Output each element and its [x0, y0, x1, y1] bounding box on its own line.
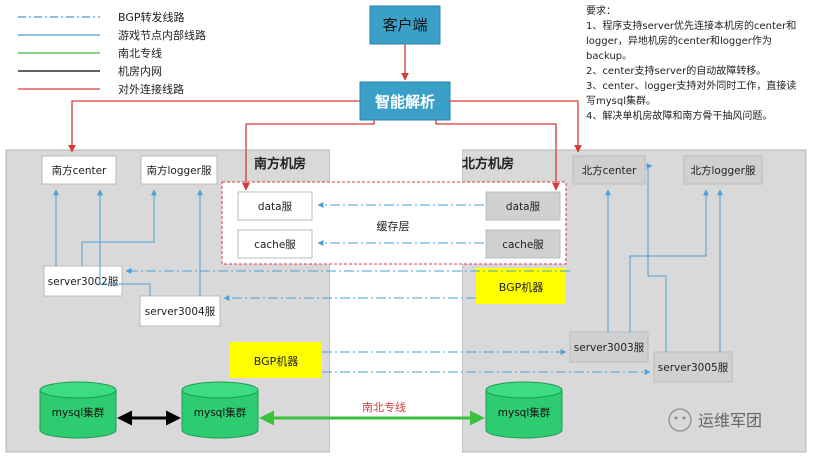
server3003-label: server3003服	[574, 342, 645, 354]
south-cache-node	[237, 229, 313, 259]
north-logger-node	[683, 155, 763, 185]
bgp-north-label: BGP机器	[499, 280, 544, 294]
north-data-node	[485, 191, 561, 221]
south-logger-node	[140, 155, 218, 185]
legend-label-external: 对外连接线路	[118, 82, 184, 96]
south-data-label: data服	[258, 201, 293, 213]
south-center-label: 南方center	[52, 164, 107, 177]
ns-line-label: 南北专线	[362, 400, 406, 414]
requirement-line: 3、center、logger支持对外同时工作，直接读	[586, 79, 796, 92]
requirement-line: backup。	[586, 51, 632, 62]
north-room-label: 北方机房	[462, 156, 514, 172]
south-room-label: 南方机房	[254, 156, 306, 172]
requirements-title: 要求：	[586, 5, 616, 17]
client-label: 客户端	[382, 16, 427, 34]
cache-layer-label: 缓存层	[377, 219, 410, 233]
bgp-north-node	[476, 268, 566, 304]
mysql-1-label: mysql集群	[52, 406, 105, 419]
server3003-node	[569, 331, 649, 363]
bgp-south-node	[230, 342, 322, 378]
requirement-line: logger，异地机房的center和logger作为	[586, 34, 772, 47]
legend-label-bgp: BGP转发线路	[118, 10, 185, 24]
mysql-cluster-2: mysql集群	[181, 381, 259, 439]
south-cache-label: cache服	[254, 239, 296, 251]
dns-node	[359, 81, 451, 121]
legend-label-ns: 南北专线	[118, 46, 162, 60]
mysql-2-label: mysql集群	[194, 406, 247, 419]
north-cache-node	[485, 229, 561, 259]
server3005-node	[653, 351, 733, 383]
north-cache-label: cache服	[502, 239, 544, 251]
north-center-node	[572, 155, 646, 185]
requirement-line: 写mysql集群。	[586, 94, 656, 107]
external-lines	[68, 44, 582, 191]
mysql-cluster-1: mysql集群	[39, 381, 117, 439]
server3005-label: server3005服	[658, 362, 729, 374]
legend-label-internal: 游戏节点内部线路	[118, 28, 206, 42]
south-logger-label: 南方logger服	[147, 164, 212, 177]
mysql-cluster-3: mysql集群	[485, 381, 563, 439]
north-logger-label: 北方logger服	[691, 164, 756, 177]
server3002-node	[43, 265, 123, 297]
wechat-icon	[668, 408, 692, 432]
server3002-label: server3002服	[48, 276, 119, 288]
watermark: 运维军团	[668, 408, 762, 432]
north-center-label: 北方center	[582, 164, 637, 177]
requirement-line: 1、程序支持server优先连接本机房的center和	[586, 19, 796, 32]
legend: BGP转发线路 游戏节点内部线路 南北专线 机房内网 对外连接线路	[18, 10, 206, 96]
internal-lines-south	[53, 189, 203, 296]
requirement-line: 4、解决单机房故障和南方骨干抽风问题。	[586, 109, 772, 122]
south-data-node	[237, 191, 313, 221]
dns-label: 智能解析	[375, 93, 435, 111]
north-data-label: data服	[506, 201, 541, 213]
requirement-line: 2、center支持server的自动故障转移。	[586, 64, 766, 77]
legend-label-lan: 机房内网	[118, 64, 162, 78]
watermark-text: 运维军团	[698, 411, 762, 430]
mysql-3-label: mysql集群	[498, 406, 551, 419]
bgp-south-label: BGP机器	[254, 354, 299, 368]
south-center-node	[41, 155, 117, 185]
server3004-node	[139, 295, 221, 327]
internal-lines-north	[605, 163, 723, 352]
server3004-label: server3004服	[145, 306, 216, 318]
requirements: 要求： 1、程序支持server优先连接本机房的center和 logger，异…	[586, 5, 796, 122]
